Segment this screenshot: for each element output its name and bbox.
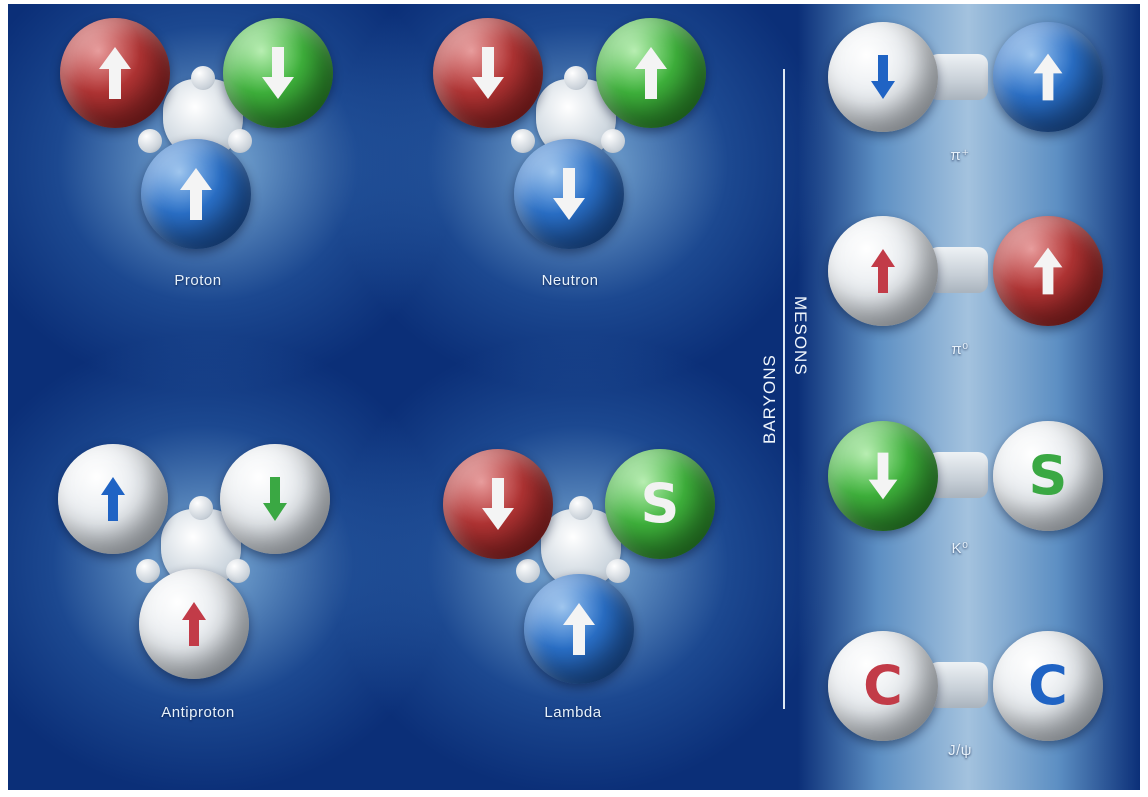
connector-nub [138,129,162,153]
spin-up-icon [871,249,895,293]
charm-symbol: C [863,654,903,717]
blue-quark [993,22,1103,132]
spin-up-icon [180,168,212,220]
spin-up-icon [99,47,131,99]
connector-nub [569,496,593,520]
charm-quark: C [828,631,938,741]
spin-down-icon [482,478,514,530]
spin-up-icon [635,47,667,99]
spin-down-icon [472,47,504,99]
mesons-label: MESONS [791,296,810,376]
red-quark [433,18,543,128]
connector-nub [606,559,630,583]
spin-up-icon [563,603,595,655]
red-quark [443,449,553,559]
connector-nub [601,129,625,153]
connector-nub [511,129,535,153]
anti-charm-quark: C [993,631,1103,741]
anti-quark [139,569,249,679]
particle-label: Proton [174,272,222,289]
strange-quark: S [605,449,715,559]
particle-label: J/ψ [948,742,972,759]
particle-label: Neutron [541,272,599,289]
red-quark [60,18,170,128]
connector-nub [191,66,215,90]
green-quark [223,18,333,128]
spin-down-icon [262,47,294,99]
blue-quark [514,139,624,249]
section-divider [783,69,785,709]
particle-label: Lambda [544,704,602,721]
green-quark [596,18,706,128]
anti-quark [828,216,938,326]
gluon-bridge [928,247,988,293]
strange-symbol: S [640,472,680,535]
particle-diagram: Proton Neutron Antiproton [8,4,1140,790]
connector-nub [228,129,252,153]
anti-quark [828,22,938,132]
spin-down-icon [868,452,898,500]
gluon-bridge [928,662,988,708]
gluon-bridge [928,54,988,100]
connector-nub [516,559,540,583]
anti-quark [220,444,330,554]
connector-nub [136,559,160,583]
connector-nub [226,559,250,583]
gluon-bridge [928,452,988,498]
particle-label: π⁺ [950,147,970,164]
anti-quark [58,444,168,554]
anti-strange-quark: S [993,421,1103,531]
spin-up-icon [101,477,125,521]
spin-down-icon [871,55,895,99]
charm-symbol: C [1028,654,1068,717]
particle-label: K⁰ [951,540,969,557]
baryons-label: BARYONS [760,354,779,444]
spin-up-icon [182,602,206,646]
red-quark [993,216,1103,326]
spin-up-icon [1033,247,1063,295]
spin-down-icon [553,168,585,220]
particle-label: Antiproton [161,704,235,721]
spin-up-icon [1033,53,1063,101]
blue-quark [524,574,634,684]
green-quark [828,421,938,531]
connector-nub [189,496,213,520]
spin-down-icon [263,477,287,521]
particle-label: π⁰ [951,341,969,358]
connector-nub [564,66,588,90]
blue-quark [141,139,251,249]
strange-symbol: S [1028,444,1068,507]
